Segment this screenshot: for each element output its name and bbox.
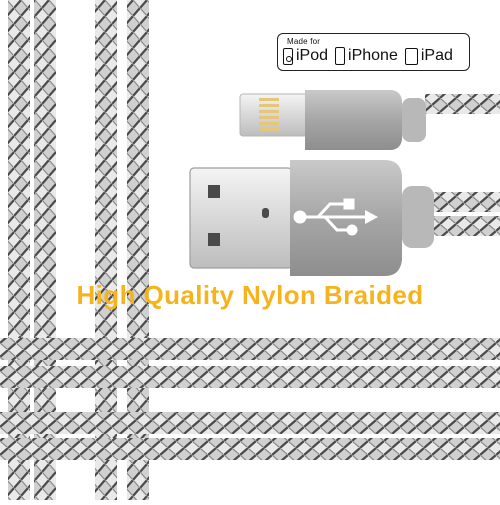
ipad-icon	[404, 47, 418, 65]
badge-ipad-label: iPad	[420, 47, 453, 64]
usb-cable	[432, 192, 500, 212]
lightning-connector	[239, 90, 426, 150]
badge-iphone-label: iPhone	[348, 47, 398, 64]
iphone-icon	[335, 47, 346, 65]
badge-ipod-label: iPod	[296, 47, 329, 64]
braided-cable-horizontal-1	[0, 338, 500, 360]
ipod-icon	[283, 47, 293, 65]
usb-symbol-icon	[293, 198, 378, 236]
braided-cable-horizontal-2	[0, 366, 500, 388]
braided-cable-horizontal-3	[0, 412, 500, 434]
braided-cable-horizontal-4	[0, 438, 500, 460]
badge-made-for-label: Made for	[287, 37, 321, 46]
lightning-cable	[425, 94, 500, 114]
made-for-badge: Made for iPod iPhone iPad	[277, 33, 470, 71]
tagline-text: High Quality Nylon Braided	[76, 280, 424, 310]
usb-cable-lower	[432, 216, 500, 236]
usb-connector	[189, 160, 434, 276]
